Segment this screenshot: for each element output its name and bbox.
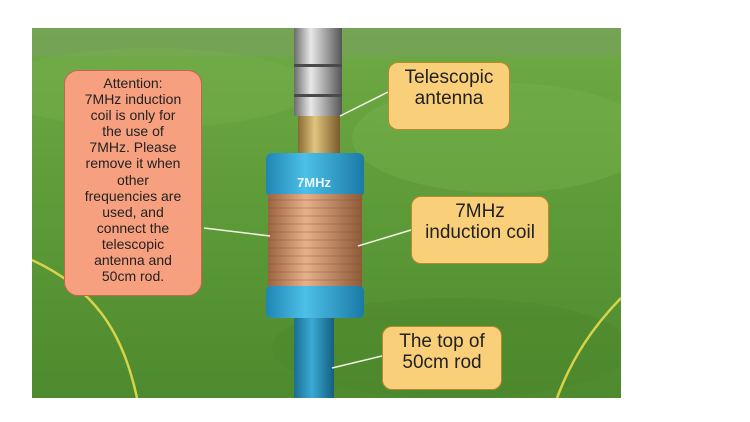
- rod-top-callout: The top of 50cm rod: [382, 326, 502, 390]
- callout-line: antenna: [414, 88, 484, 110]
- attention-line: 7MHz. Please: [89, 139, 177, 156]
- callout-line: The top of: [399, 331, 485, 352]
- callout-line: 50cm rod: [402, 352, 482, 374]
- attention-line: used, and: [102, 203, 164, 220]
- attention-line: the use of: [102, 123, 164, 140]
- attention-line: remove it when: [85, 155, 181, 172]
- attention-line: frequencies are: [84, 187, 182, 204]
- callout-line: Telescopic: [404, 67, 494, 88]
- coil-brand-label: 7MHz: [297, 175, 331, 190]
- callout-line: induction coil: [425, 222, 535, 244]
- attention-callout: Attention: 7MHz induction coil is only f…: [64, 70, 202, 296]
- induction-coil-callout: 7MHz induction coil: [411, 196, 549, 264]
- attention-line: telescopic: [101, 235, 165, 252]
- attention-line: 7MHz induction: [84, 91, 182, 108]
- callout-line: 7MHz: [455, 201, 505, 222]
- attention-line: 50cm rod.: [101, 268, 165, 285]
- attention-line: coil is only for: [90, 107, 176, 124]
- attention-line: connect the: [96, 219, 170, 236]
- attention-line: other: [117, 171, 149, 188]
- attention-line: antenna and: [94, 252, 172, 269]
- attention-line: Attention:: [103, 75, 163, 91]
- telescopic-antenna-callout: Telescopic antenna: [388, 62, 510, 130]
